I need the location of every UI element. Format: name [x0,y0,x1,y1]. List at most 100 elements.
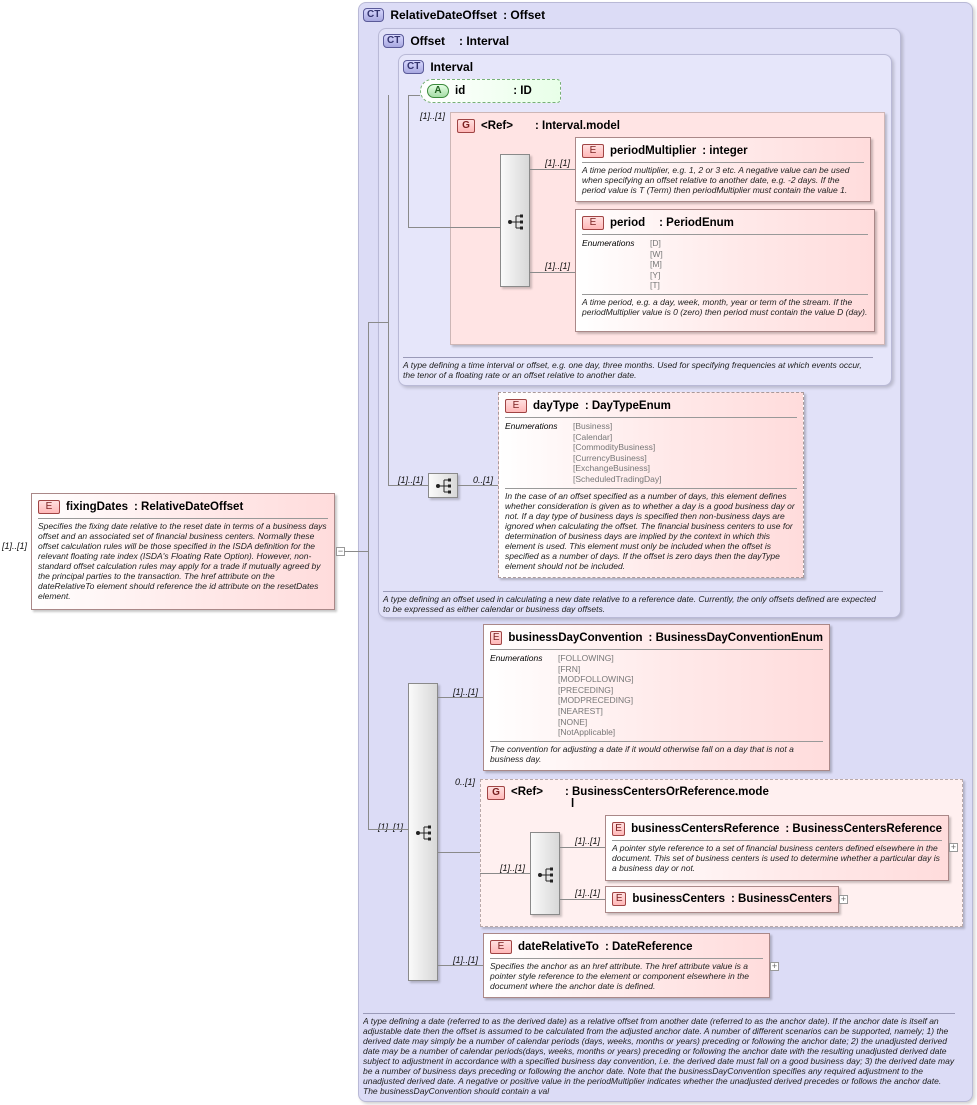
day-type-type: : DayTypeEnum [584,400,671,412]
period-header: E period : PeriodEnum [576,210,874,234]
business-day-convention-enum-values: [FOLLOWING] [FRN] [MODFOLLOWING] [PRECED… [558,653,634,738]
day-type-sequence-compositor[interactable] [428,473,458,498]
enum-value: [CurrencyBusiness] [573,452,647,463]
business-centers-reference-element[interactable]: E businessCentersReference : BusinessCen… [605,815,949,881]
interval-description: A type defining a time interval or offse… [403,357,873,380]
enum-value: [D] [650,238,661,248]
day-type-enum-label: Enumerations [505,421,558,431]
period-type: : PeriodEnum [659,217,734,229]
relative-date-offset-base-type: : Offset [503,8,546,22]
business-centers-model-type: : BusinessCentersOrReference.mode l [565,786,769,810]
fixing-dates-cardinality: [1]..[1] [2,541,28,551]
date-relative-to-cardinality: [1]..[1] [453,955,479,965]
day-type-enumerations: Enumerations [Business] [Calendar] [Comm… [505,417,797,485]
enum-value: [ExchangeBusiness] [573,463,651,474]
business-centers-model-type-line2: l [570,798,575,810]
period-multiplier-element[interactable]: E periodMultiplier : integer A time peri… [575,137,871,202]
business-centers-name: businessCenters [632,893,726,905]
id-attribute-type: : ID [513,85,532,97]
interval-sequence-compositor[interactable] [500,154,530,287]
outer-sequence-compositor[interactable] [408,683,438,981]
connector-line [344,551,368,552]
fixing-dates-element[interactable]: E fixingDates : RelativeDateOffset Speci… [31,493,335,610]
offset-title: Offset [410,34,446,48]
enum-value: [Calendar] [573,431,613,442]
group-icon: G [457,119,475,133]
expand-icon[interactable]: + [839,894,848,904]
connector-line [438,697,483,698]
expand-icon[interactable]: + [770,961,779,971]
connector-line [530,272,575,273]
enum-value: [Business] [573,421,613,431]
date-relative-to-name: dateRelativeTo [518,941,599,953]
connector-line [408,227,500,228]
business-day-convention-cardinality: [1]..[1] [453,687,479,697]
day-type-header: E dayType : DayTypeEnum [499,393,803,417]
fixing-dates-type: : RelativeDateOffset [134,501,244,513]
business-day-convention-description: The convention for adjusting a date if i… [490,740,823,764]
period-enum-label: Enumerations [582,238,635,248]
enum-value: [NEAREST] [558,705,603,716]
element-icon: E [38,500,60,514]
enum-value: [T] [650,280,660,291]
day-type-sequence-cardinality: [1]..[1] [398,475,424,485]
complex-type-icon: CT [403,60,425,74]
connector-line [530,169,575,170]
complex-type-icon: CT [383,34,405,48]
fixing-dates-header: E fixingDates : RelativeDateOffset [32,494,334,518]
relative-date-offset-description: A type defining a date (referred to as t… [363,1013,955,1097]
connector-line [438,965,483,966]
connector-line [438,852,480,853]
enum-value: [M] [650,259,662,270]
period-description: A time period, e.g. a day, week, month, … [582,293,868,317]
expand-icon[interactable]: + [949,842,958,852]
business-centers-reference-name: businessCentersReference [631,823,780,835]
day-type-enum-values: [Business] [Calendar] [CommodityBusiness… [573,421,662,485]
business-centers-reference-header: E businessCentersReference : BusinessCen… [606,816,948,840]
business-day-convention-element[interactable]: E businessDayConvention : BusinessDayCon… [483,624,830,771]
business-day-convention-enumerations: Enumerations [FOLLOWING] [FRN] [MODFOLLO… [490,649,823,738]
connector-line [368,322,369,829]
connector-line [560,847,605,848]
period-element[interactable]: E period : PeriodEnum Enumerations [D] [… [575,209,875,332]
fixing-dates-description: Specifies the fixing date relative to th… [38,518,328,601]
offset-base-type: : Interval [459,34,510,48]
id-attribute-name: id [455,85,466,97]
attribute-icon: A [427,84,449,98]
business-centers-model-type-line1: : BusinessCentersOrReference.mode [564,786,769,798]
date-relative-to-element[interactable]: E dateRelativeTo : DateReference Specifi… [483,933,770,998]
id-attribute[interactable]: A id : ID [420,79,561,103]
day-type-element[interactable]: E dayType : DayTypeEnum Enumerations [Bu… [498,392,804,578]
business-centers-element[interactable]: E businessCenters : BusinessCenters [605,886,839,913]
period-multiplier-cardinality: [1]..[1] [545,158,571,168]
offset-header: CT Offset : Interval [383,34,509,48]
business-centers-reference-description: A pointer style reference to a set of fi… [612,840,942,873]
enum-value: [CommodityBusiness] [573,442,656,453]
business-centers-reference-cardinality: [1]..[1] [575,836,601,846]
connector-line [388,95,389,485]
business-centers-header: E businessCenters : BusinessCenters [606,887,838,910]
offset-description: A type defining an offset used in calcul… [383,591,883,614]
connector-line [408,95,409,227]
business-day-convention-name: businessDayConvention [508,632,643,644]
business-day-convention-type: : BusinessDayConventionEnum [648,632,823,644]
business-centers-model-cardinality: 0..[1] [455,777,476,787]
element-icon: E [582,216,604,230]
enum-value: [ScheduledTradingDay] [573,473,662,484]
enum-value: [FOLLOWING] [558,653,614,663]
day-type-description: In the case of an offset specified as a … [505,487,797,571]
period-name: period [610,217,646,229]
interval-model-name: <Ref> [481,120,513,132]
enum-value: [MODFOLLOWING] [558,674,634,685]
enum-value: [MODPRECEDING] [558,695,634,706]
business-centers-cardinality: [1]..[1] [575,888,601,898]
element-icon: E [582,144,604,158]
business-centers-model-name: <Ref> [511,786,543,798]
day-type-name: dayType [533,400,579,412]
period-multiplier-type: : integer [702,145,748,157]
relative-date-offset-title: RelativeDateOffset [390,8,498,22]
business-centers-sequence-compositor[interactable] [530,832,560,915]
sequence-icon [538,867,553,883]
interval-model-type: : Interval.model [534,120,620,132]
period-enumerations: Enumerations [D] [W] [M] [Y] [T] [582,234,868,291]
